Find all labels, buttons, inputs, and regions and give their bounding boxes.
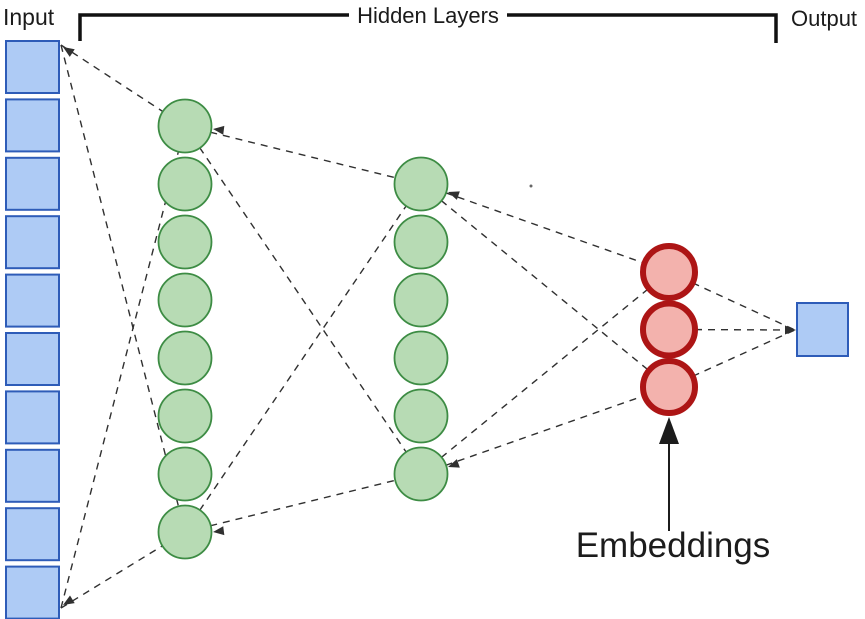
connector-line bbox=[184, 125, 422, 475]
embeddings-arrow-head bbox=[659, 417, 679, 444]
connector-line bbox=[668, 328, 796, 331]
hidden1-node bbox=[157, 272, 213, 328]
hidden1-node bbox=[157, 214, 213, 270]
connector-arrowhead bbox=[213, 526, 225, 536]
connector-line bbox=[668, 329, 796, 388]
connector-arrowhead bbox=[785, 325, 796, 335]
connector-line bbox=[420, 183, 670, 273]
input-node bbox=[5, 98, 60, 153]
embedding-node bbox=[640, 300, 698, 359]
input-node bbox=[5, 273, 60, 328]
input-node bbox=[5, 156, 60, 211]
connector-arrowhead bbox=[63, 47, 75, 57]
input-node bbox=[5, 507, 60, 562]
input-node bbox=[5, 448, 60, 503]
hidden2-node bbox=[393, 272, 449, 328]
input-node bbox=[5, 390, 60, 445]
hidden2-node bbox=[393, 330, 449, 386]
input-label: Input bbox=[3, 4, 55, 30]
connector-line bbox=[184, 473, 422, 533]
hidden2-node bbox=[393, 388, 449, 444]
input-node bbox=[5, 215, 60, 270]
hidden1-node bbox=[157, 330, 213, 386]
hidden2-node bbox=[393, 446, 449, 502]
embedding-node bbox=[640, 358, 698, 416]
stray-mark bbox=[529, 184, 533, 188]
connector-line bbox=[60, 125, 186, 609]
connector-line bbox=[420, 183, 670, 388]
connector-arrowhead bbox=[213, 125, 225, 135]
connector-arrowhead bbox=[63, 595, 75, 605]
input-node bbox=[5, 332, 60, 386]
hidden1-node bbox=[157, 98, 213, 154]
hidden1-node bbox=[157, 504, 213, 560]
hidden1-node bbox=[157, 156, 213, 212]
connector-line bbox=[60, 44, 186, 533]
connector-line bbox=[668, 271, 796, 331]
connector-line bbox=[420, 271, 670, 475]
connector-arrowhead bbox=[448, 459, 460, 468]
input-node bbox=[5, 40, 60, 94]
connector-line bbox=[184, 183, 422, 533]
embedding-node bbox=[640, 243, 698, 301]
hidden1-node bbox=[157, 446, 213, 502]
connector-arrowhead bbox=[448, 191, 460, 200]
connector-line bbox=[420, 386, 670, 475]
embeddings-label: Embeddings bbox=[575, 526, 771, 565]
hidden1-node bbox=[157, 388, 213, 444]
hidden2-node bbox=[393, 156, 449, 212]
connector-line bbox=[184, 125, 422, 185]
hidden-layers-bracket bbox=[78, 13, 778, 43]
output-node bbox=[796, 302, 849, 357]
input-node bbox=[5, 565, 60, 619]
hidden2-node bbox=[393, 214, 449, 270]
hidden-layers-label: Hidden Layers bbox=[357, 3, 499, 28]
output-label: Output bbox=[791, 6, 858, 31]
